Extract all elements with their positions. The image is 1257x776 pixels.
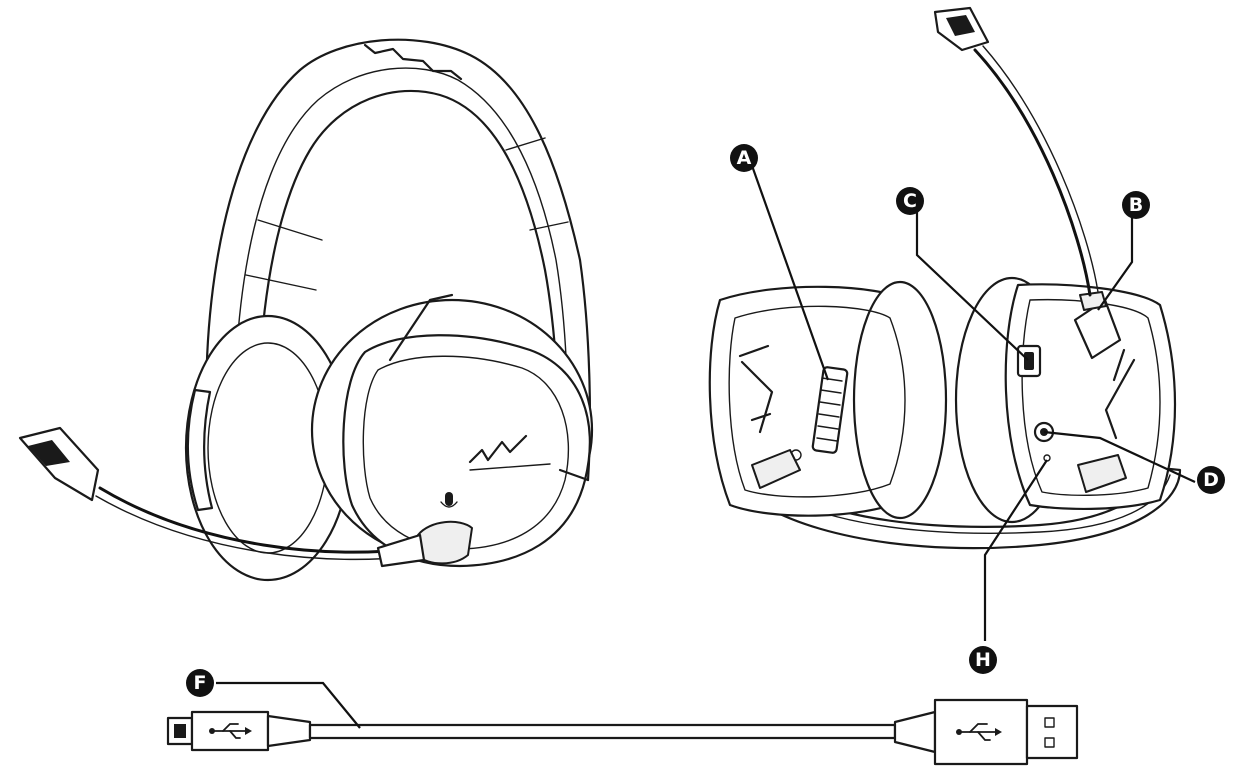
microphone-icon xyxy=(440,492,458,508)
leader-lines xyxy=(216,159,1196,729)
callout-h-label: H xyxy=(975,649,991,671)
callout-a: A xyxy=(730,144,758,172)
callout-f: F xyxy=(186,669,214,697)
callout-b: B xyxy=(1122,191,1150,219)
callout-f-label: F xyxy=(194,672,207,694)
usb-cable xyxy=(166,698,1079,766)
brand-logo xyxy=(1104,348,1136,440)
callout-c-label: C xyxy=(903,190,917,212)
headset-front-view xyxy=(18,38,594,582)
brand-logo xyxy=(363,43,463,81)
usb-icon xyxy=(209,723,252,739)
brand-logo xyxy=(468,434,528,464)
callout-b-label: B xyxy=(1129,194,1143,216)
callout-a-label: A xyxy=(737,147,752,169)
callout-h: H xyxy=(969,646,997,674)
callout-d: D xyxy=(1197,466,1225,494)
callout-d-label: D xyxy=(1203,469,1219,491)
headset-rear-view xyxy=(708,6,1182,550)
usb-icon xyxy=(956,723,1002,741)
callout-c: C xyxy=(896,187,924,215)
brand-logo xyxy=(738,344,774,434)
